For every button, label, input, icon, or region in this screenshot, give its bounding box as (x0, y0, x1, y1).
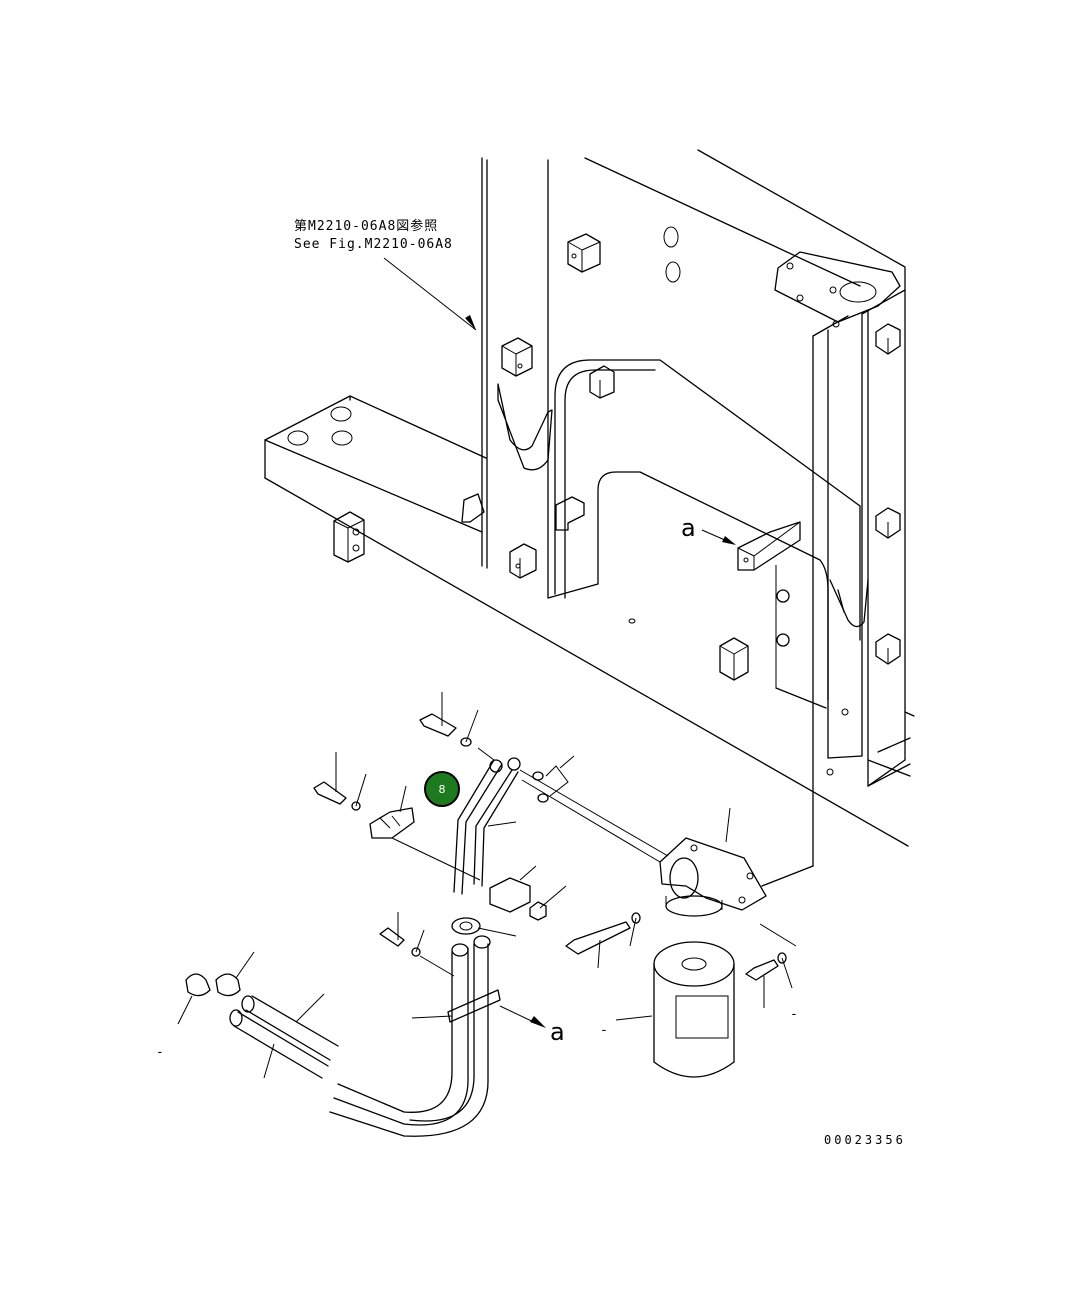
marker-a-lower: a (550, 1018, 565, 1046)
leader-lines (487, 807, 731, 843)
marker-a-upper: a (681, 514, 696, 542)
mount-blocks (501, 233, 901, 681)
reference-pointer (383, 257, 477, 331)
drawing-number: 00023356 (824, 1133, 906, 1147)
main-frame (481, 149, 915, 887)
tube-clips (369, 785, 537, 937)
oil-filter (615, 941, 735, 1078)
oil-hose-lower (177, 935, 546, 1137)
small-label-bolt: - (790, 1007, 799, 1022)
oil-tube-upper (453, 757, 669, 895)
small-label-filter: - (600, 1023, 609, 1038)
reference-note-jp: 第M2210-06A8図参照 (294, 218, 438, 234)
small-label-left: - (156, 1045, 165, 1060)
cross-beam (264, 395, 909, 847)
fasteners (313, 692, 797, 1008)
filter-head (659, 837, 767, 917)
shroud-channel (461, 359, 869, 709)
marker-a-upper-arrow (701, 529, 736, 545)
callout-8-label: 8 (439, 783, 446, 796)
callout-8[interactable]: 8 (424, 771, 460, 807)
reference-note-en: See Fig.M2210-06A8 (294, 237, 453, 252)
